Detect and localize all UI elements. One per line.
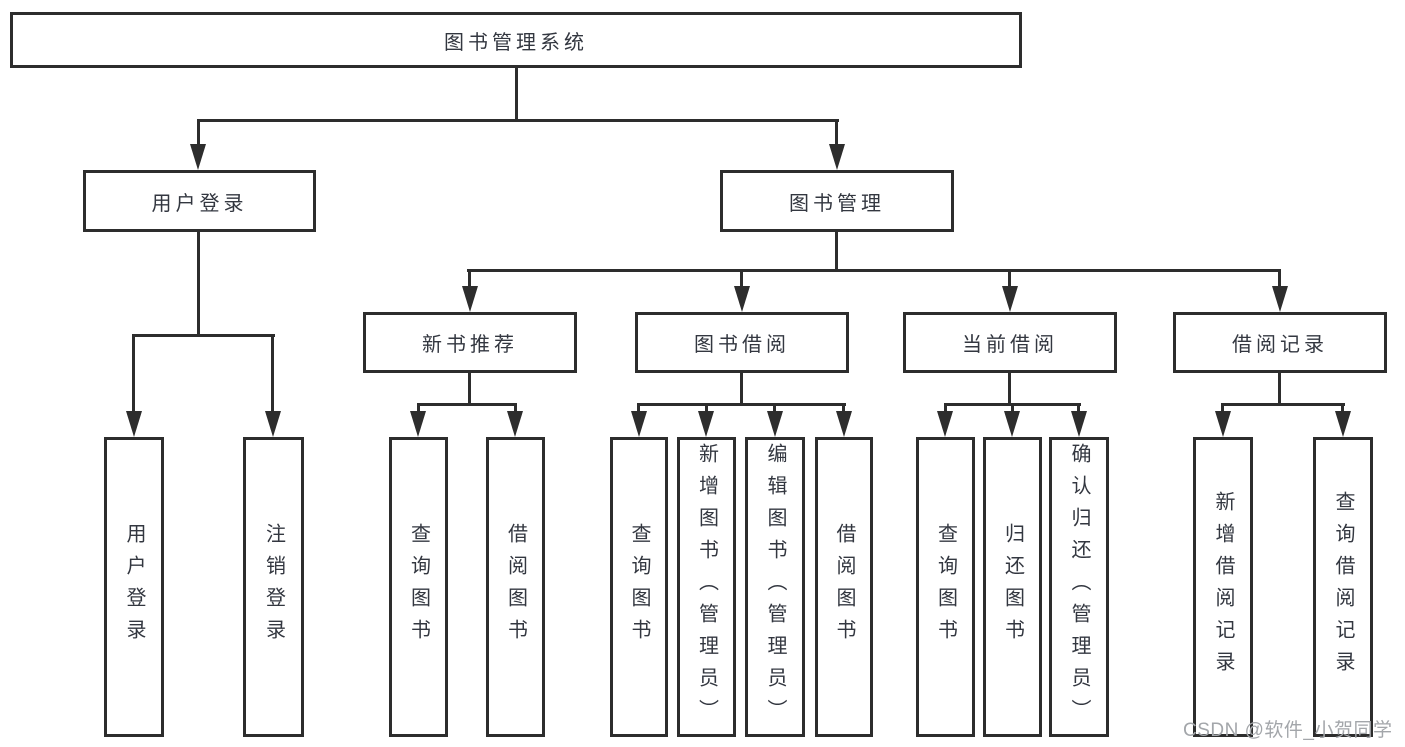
leaf-br-query-borrow-record: 查询借阅记录 xyxy=(1313,437,1373,737)
connector-bb-add-shaft xyxy=(705,403,708,413)
leaf-label: 编辑图书（管理员） xyxy=(764,443,786,731)
node-borrowing-records: 借阅记录 xyxy=(1173,312,1387,373)
leaf-bb-edit-books-admin: 编辑图书（管理员） xyxy=(745,437,805,737)
connector-cb-return-shaft xyxy=(1011,403,1014,413)
connector-br-query-shaft xyxy=(1341,403,1344,413)
node-new-book-recommendation: 新书推荐 xyxy=(363,312,577,373)
connector-user-login-arrowhead xyxy=(190,144,206,170)
connector-leaf-login-arrowhead xyxy=(126,411,142,437)
leaf-bb-borrow-books: 借阅图书 xyxy=(815,437,873,737)
connector-cb-query-shaft xyxy=(944,403,947,413)
leaf-cb-confirm-return-admin: 确认归还（管理员） xyxy=(1049,437,1109,737)
leaf-logout: 注销登录 xyxy=(243,437,304,737)
connector-root-stem xyxy=(515,68,518,122)
connector-nb-query-shaft xyxy=(417,403,420,413)
connector-cb-confirm-shaft xyxy=(1077,403,1080,413)
connector-user-login-shaft xyxy=(197,119,200,146)
connector-user-login-hline xyxy=(132,334,275,337)
leaf-label: 借阅图书 xyxy=(833,523,855,651)
connector-borrow-records-arrowhead xyxy=(1272,286,1288,312)
connector-new-book-hline xyxy=(417,403,517,406)
connector-bb-borrow-arrowhead xyxy=(836,411,852,437)
leaf-bb-add-books-admin: 新增图书（管理员） xyxy=(677,437,736,737)
leaf-user-login: 用户登录 xyxy=(104,437,164,737)
leaf-label: 归还图书 xyxy=(1001,523,1024,651)
leaf-label: 查询图书 xyxy=(628,523,650,651)
connector-leaf-login-shaft xyxy=(132,334,135,413)
connector-bb-edit-shaft xyxy=(773,403,776,413)
node-label: 图书管理 xyxy=(789,192,885,215)
leaf-label: 查询图书 xyxy=(934,523,957,651)
connector-current-borrow-arrowhead xyxy=(1002,286,1018,312)
connector-current-borrow-shaft xyxy=(1008,269,1011,289)
connector-bb-add-arrowhead xyxy=(698,411,714,437)
leaf-cb-query-books: 查询图书 xyxy=(916,437,975,737)
node-label: 图书管理系统 xyxy=(444,31,588,54)
node-library-management-system: 图书管理系统 xyxy=(10,12,1022,68)
leaf-label: 查询借阅记录 xyxy=(1332,491,1354,683)
connector-borrow-records-hline xyxy=(1221,403,1345,406)
connector-cb-query-arrowhead xyxy=(937,411,953,437)
node-label: 当前借阅 xyxy=(962,334,1058,356)
connector-leaf-logout-shaft xyxy=(271,334,274,413)
csdn-watermark: CSDN @软件_小贺同学 xyxy=(1183,720,1393,741)
leaf-nb-query-books: 查询图书 xyxy=(389,437,448,737)
connector-bb-query-arrowhead xyxy=(631,411,647,437)
leaf-label: 借阅图书 xyxy=(504,523,527,651)
connector-bb-borrow-shaft xyxy=(842,403,845,413)
connector-book-borrow-stem xyxy=(740,373,743,406)
connector-book-borrow-hline xyxy=(637,403,846,406)
connector-book-mgmt-shaft xyxy=(835,119,838,146)
connector-nb-borrow-arrowhead xyxy=(507,411,523,437)
node-current-borrowing: 当前借阅 xyxy=(903,312,1117,373)
node-label: 用户登录 xyxy=(151,192,248,215)
leaf-label: 查询图书 xyxy=(407,523,430,651)
leaf-br-add-borrow-record: 新增借阅记录 xyxy=(1193,437,1253,737)
connector-nb-borrow-shaft xyxy=(514,403,517,413)
node-book-borrowing: 图书借阅 xyxy=(635,312,849,373)
leaf-label: 注销登录 xyxy=(262,523,285,651)
connector-user-login-stem xyxy=(197,232,200,337)
connector-bb-query-shaft xyxy=(637,403,640,413)
leaf-cb-return-books: 归还图书 xyxy=(983,437,1042,737)
connector-br-add-arrowhead xyxy=(1215,411,1231,437)
connector-current-borrow-stem xyxy=(1008,373,1011,406)
connector-level3-hline xyxy=(467,269,1281,272)
connector-br-add-shaft xyxy=(1221,403,1224,413)
connector-borrow-records-stem xyxy=(1278,373,1281,406)
leaf-label: 确认归还（管理员） xyxy=(1068,443,1090,731)
connector-book-borrow-arrowhead xyxy=(734,286,750,312)
connector-new-book-arrowhead xyxy=(462,286,478,312)
connector-cb-confirm-arrowhead xyxy=(1071,411,1087,437)
connector-nb-query-arrowhead xyxy=(410,411,426,437)
connector-book-mgmt-arrowhead xyxy=(829,144,845,170)
connector-new-book-shaft xyxy=(468,269,471,289)
connector-level2-hline xyxy=(197,119,839,122)
connector-leaf-logout-arrowhead xyxy=(265,411,281,437)
node-label: 借阅记录 xyxy=(1232,334,1328,356)
node-label: 新书推荐 xyxy=(422,334,518,356)
leaf-label: 新增借阅记录 xyxy=(1212,491,1234,683)
node-book-management: 图书管理 xyxy=(720,170,954,232)
connector-book-borrow-shaft xyxy=(740,269,743,289)
node-user-login: 用户登录 xyxy=(83,170,316,232)
connector-new-book-stem xyxy=(468,373,471,406)
connector-bb-edit-arrowhead xyxy=(767,411,783,437)
node-label: 图书借阅 xyxy=(694,334,790,356)
leaf-label: 新增图书（管理员） xyxy=(695,443,718,731)
connector-cb-return-arrowhead xyxy=(1004,411,1020,437)
connector-borrow-records-shaft xyxy=(1278,269,1281,289)
connector-br-query-arrowhead xyxy=(1335,411,1351,437)
leaf-label: 用户登录 xyxy=(123,523,145,651)
connector-book-mgmt-stem xyxy=(835,232,838,272)
leaf-nb-borrow-books: 借阅图书 xyxy=(486,437,545,737)
leaf-bb-query-books: 查询图书 xyxy=(610,437,668,737)
